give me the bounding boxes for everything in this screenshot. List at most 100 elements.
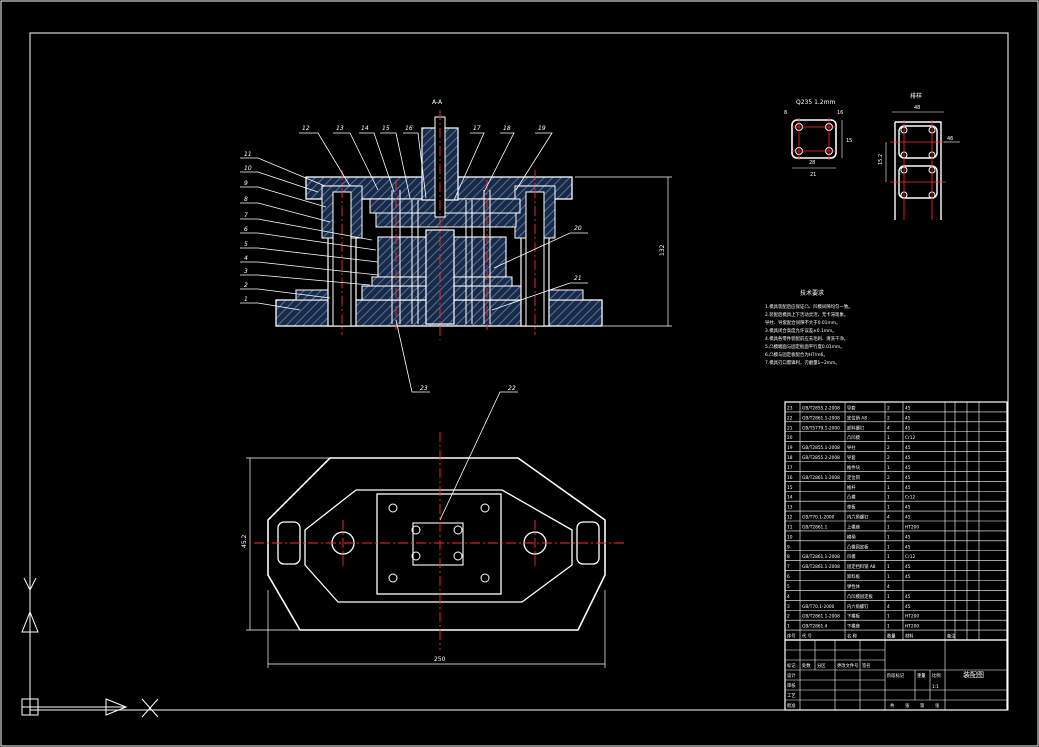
bom-cell: 13	[787, 505, 793, 511]
bom-cell: 1	[887, 594, 890, 600]
bom-cell: 4	[887, 604, 890, 610]
bom-cell: 45	[905, 425, 911, 431]
bom-cell: 2	[887, 455, 890, 461]
bom-cell: 凸凹模固定板	[847, 593, 873, 600]
callout-21: 21	[574, 275, 582, 282]
bom-header-cell: 名 称	[847, 633, 858, 640]
bom-cell: 1	[887, 564, 890, 570]
drawing-name: 装配图	[963, 670, 984, 679]
note-line-1: 1.模具装配后应保证凸、凹模间隙均匀一致。	[765, 303, 853, 310]
bom-cell: 45	[905, 415, 911, 421]
bom-cell: 16	[787, 475, 793, 481]
bom-cell: Cr12	[905, 435, 916, 441]
bom-cell: 导套	[847, 404, 856, 411]
bom-cell: 1	[887, 544, 890, 550]
bom-cell: 45	[905, 465, 911, 471]
bom-cell: 推件块	[847, 464, 861, 471]
tb-role-design: 设计	[787, 672, 796, 679]
bom-cell: 凸模固定板	[847, 543, 869, 550]
callout-15: 15	[382, 125, 390, 132]
callout-5: 5	[244, 241, 248, 248]
bom-cell: GB/T2861.4	[802, 624, 828, 630]
bom-cell: GB/T2861.1	[802, 524, 828, 530]
bom-cell: 45	[905, 475, 911, 481]
callout-22: 22	[508, 385, 516, 392]
bom-header-cell: 序号	[787, 633, 796, 640]
callout-6: 6	[244, 226, 248, 233]
bom-cell: 15	[787, 485, 793, 491]
callout-4: 4	[244, 255, 248, 262]
bom-cell: 弹性体	[847, 583, 861, 590]
bom-cell: 1	[887, 435, 890, 441]
bom-cell: 45	[905, 455, 911, 461]
bom-cell: 内六角螺钉	[847, 603, 869, 610]
tb-label-zone: 分区	[817, 662, 826, 669]
callout-1: 1	[244, 296, 248, 303]
bom-cell: 1	[887, 624, 890, 630]
note-line-2: 2.装配后模具上下活动灵活，无卡滞现象。	[765, 311, 848, 318]
callout-17: 17	[473, 125, 481, 132]
tb-label-sign: 签名	[862, 662, 871, 669]
tb-sheet-total-unit: 张	[905, 702, 910, 709]
bom-cell: 4	[887, 425, 890, 431]
bom-cell: 45	[905, 505, 911, 511]
section-title: A-A	[432, 99, 443, 106]
bom-cell: 导套	[847, 454, 856, 461]
bom-cell: 7	[787, 564, 790, 570]
bom-cell: 1	[887, 574, 890, 580]
part-dim-e: 15	[846, 138, 852, 144]
bom-cell: 上模座	[847, 523, 861, 530]
bom-header-cell: 数量	[887, 633, 896, 640]
bom-cell: 4	[787, 594, 790, 600]
callout-2: 2	[244, 282, 248, 289]
note-line-7: 6.凸模与固定板配合为H7/m6。	[765, 351, 828, 358]
bom-cell: 45	[905, 544, 911, 550]
tb-scale-value: 1:1	[932, 684, 939, 690]
bom-cell: 21	[787, 425, 793, 431]
bom-cell: 45	[905, 594, 911, 600]
bom-cell: 垫板	[847, 504, 856, 511]
layout-dim-side: 46	[947, 136, 953, 142]
bom-cell: GB/T70.1-2000	[802, 604, 835, 610]
bom-cell: GB/T2861.1-2008	[802, 564, 840, 570]
bom-cell: GB/T2855.1-2008	[802, 445, 840, 451]
callout-13: 13	[336, 125, 344, 132]
bom-cell: 12	[787, 515, 793, 521]
bom-cell: GB/T2861.1-2008	[802, 475, 840, 481]
callout-12: 12	[302, 125, 310, 132]
note-line-4: 3.模具闭合高度允许误差±0.1mm。	[765, 327, 837, 334]
bom-cell: 2	[887, 475, 890, 481]
bom-cell: 定位销	[847, 474, 861, 481]
bom-cell: 2	[887, 415, 890, 421]
bom-cell: 5	[787, 584, 790, 590]
plan-width-dimension: 250	[434, 656, 446, 663]
bom-cell: Cr12	[905, 495, 916, 501]
tb-scale-label: 比例	[932, 672, 941, 679]
bom-cell: 2	[887, 405, 890, 411]
bom-cell: GB/T2861.1-2008	[802, 614, 840, 620]
bom-cell: 凹模	[847, 553, 856, 560]
bom-cell: GB/T2861.1-2008	[802, 415, 840, 421]
bom-cell: 1	[887, 554, 890, 560]
callout-18: 18	[503, 125, 511, 132]
bom-cell: 4	[887, 584, 890, 590]
tb-label-count: 处数	[802, 662, 811, 669]
bom-cell: 1	[887, 495, 890, 501]
callout-8: 8	[244, 196, 248, 203]
die-plate-outline	[376, 493, 502, 595]
bom-cell: 17	[787, 465, 793, 471]
ucs-icon[interactable]	[21, 577, 159, 718]
bom-cell: 6	[787, 574, 790, 580]
note-line-8: 7.模具刃口需锋利，刃磨量1~2mm。	[765, 359, 840, 366]
section-view: A-A	[275, 99, 672, 340]
bom-cell: 45	[905, 405, 911, 411]
bom-cell: 定位销 A8	[847, 414, 867, 421]
layout-caption: 排样	[910, 92, 922, 100]
bom-cell: 2	[887, 445, 890, 451]
callout-11: 11	[244, 151, 252, 158]
plan-view: 45.2 250	[241, 432, 625, 668]
tb-label-change: 更改文件号	[837, 662, 858, 669]
